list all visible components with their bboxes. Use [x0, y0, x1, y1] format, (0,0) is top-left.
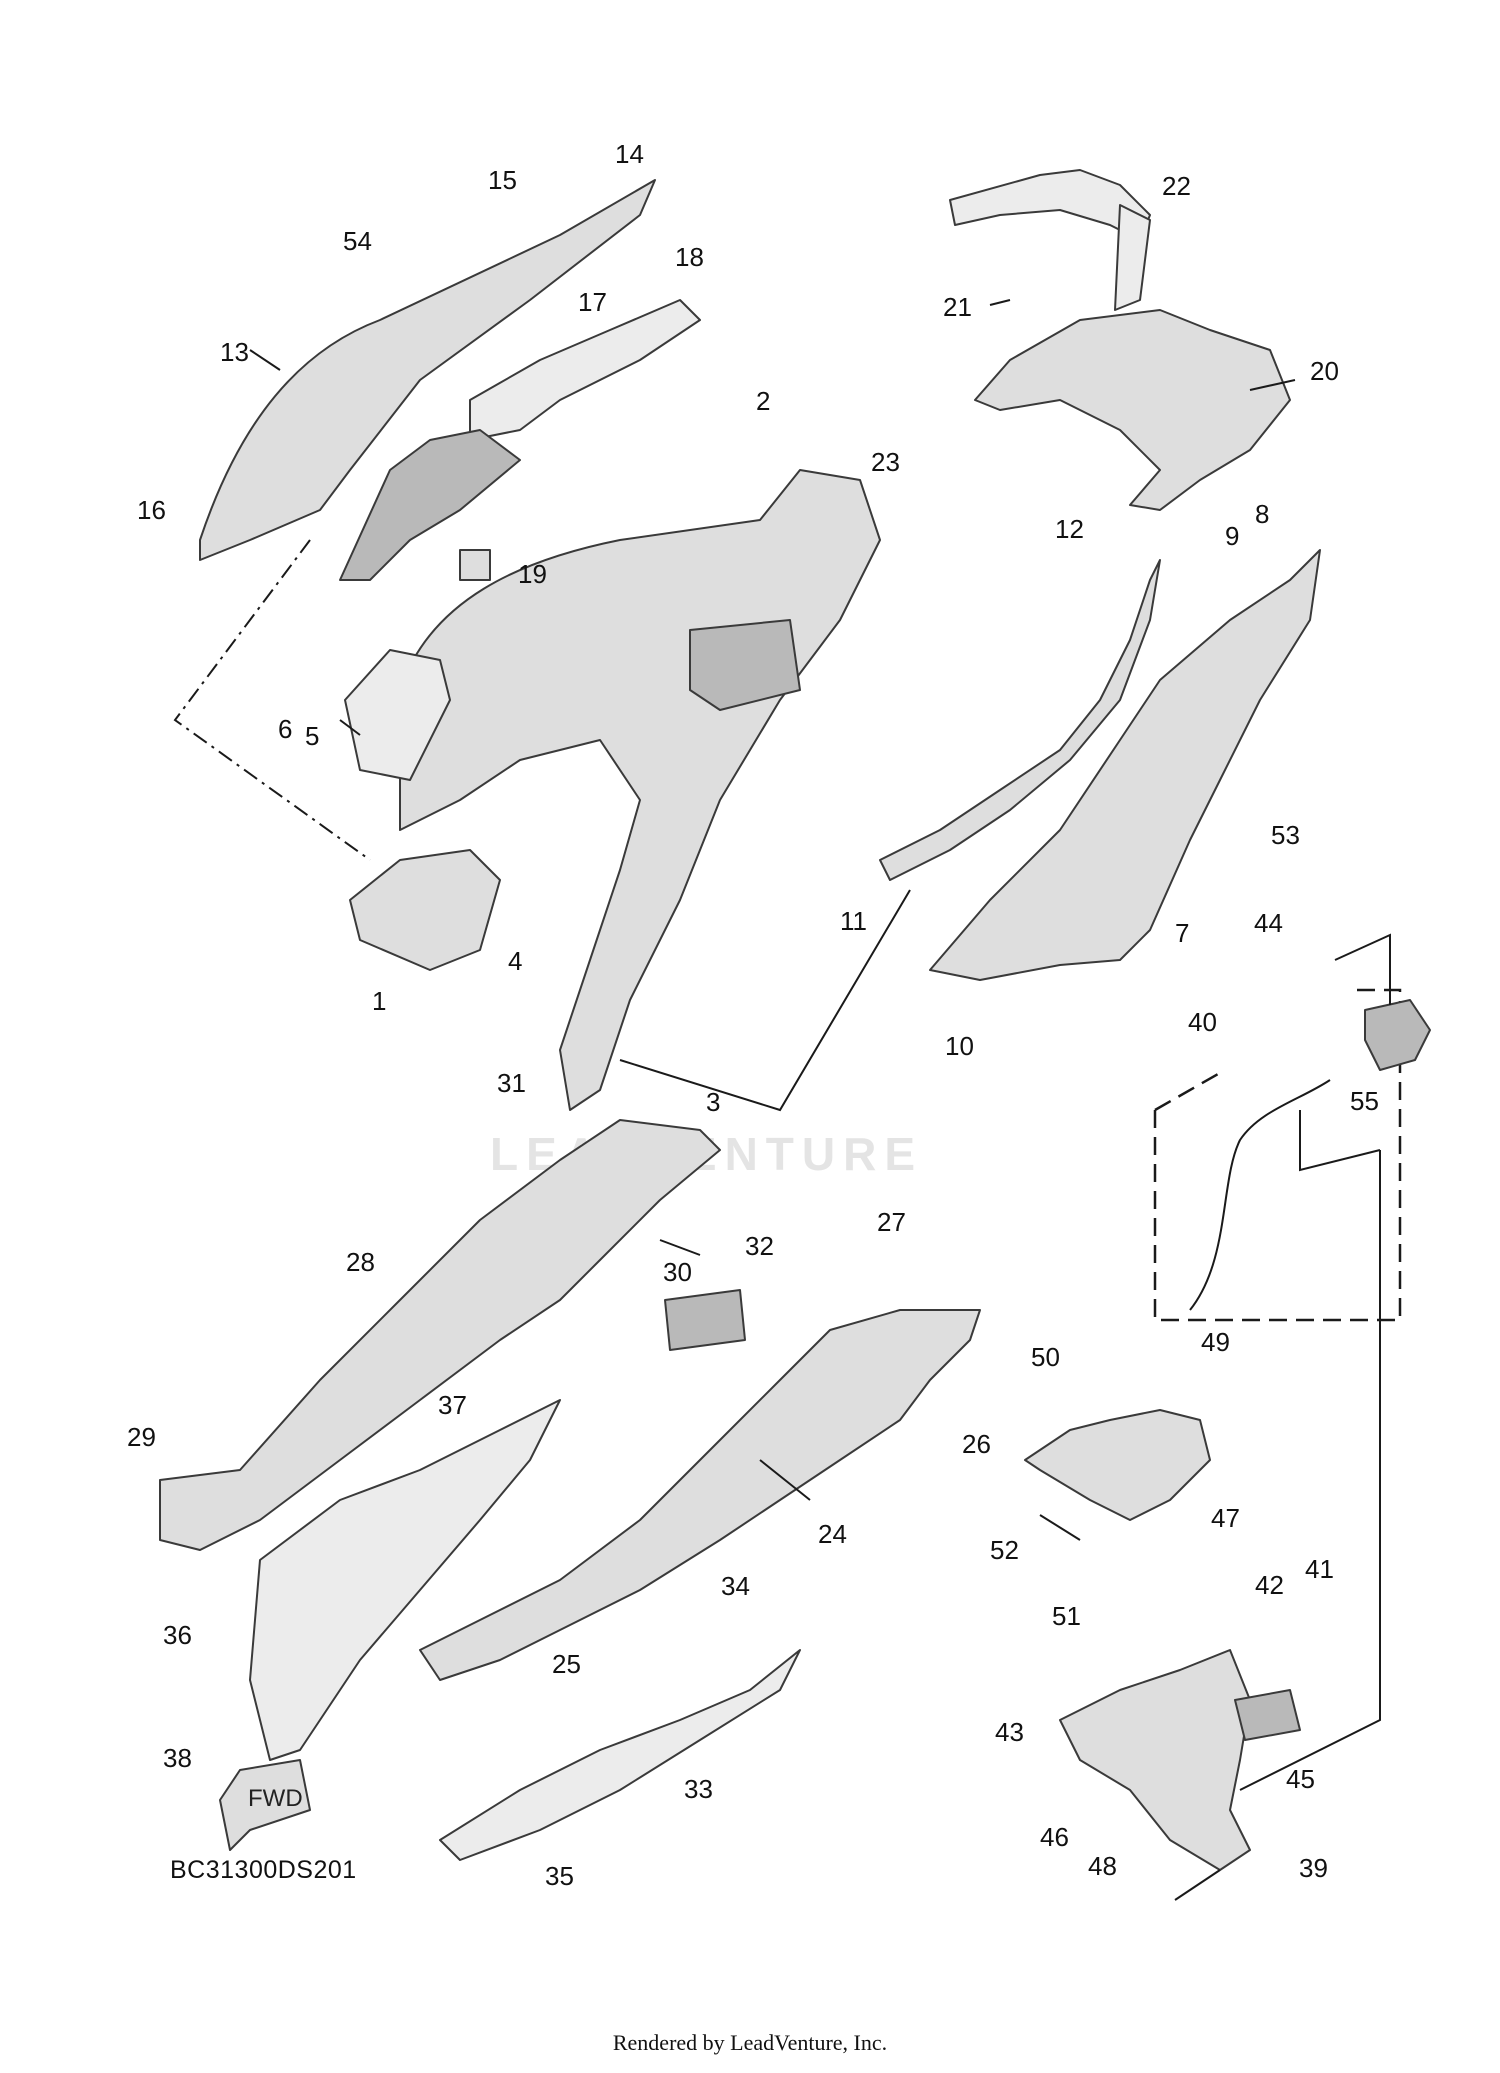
footer-credit: Rendered by LeadVenture, Inc.: [612, 2030, 888, 2055]
callout-46: 46: [1040, 1822, 1069, 1852]
callout-38: 38: [163, 1743, 192, 1773]
callout-21: 21: [943, 292, 972, 322]
part-7-side-cover: [929, 549, 1321, 981]
callout-28: 28: [346, 1247, 375, 1277]
part-19-pad: [459, 549, 491, 581]
callout-40: 40: [1188, 1007, 1217, 1037]
callout-49: 49: [1201, 1327, 1230, 1357]
part-22-stay: [1114, 204, 1151, 311]
callout-52: 52: [990, 1535, 1019, 1565]
callout-44: 44: [1254, 908, 1283, 938]
callout-54: 54: [343, 226, 372, 256]
callout-51: 51: [1052, 1601, 1081, 1631]
part-5-plate: [344, 649, 451, 781]
part-32-pad: [664, 1289, 746, 1351]
callout-10: 10: [945, 1031, 974, 1061]
callout-5: 5: [305, 721, 319, 751]
assembly-line-11-3: [619, 889, 911, 1112]
callout-14: 14: [615, 139, 644, 169]
callout-4: 4: [508, 946, 522, 976]
callout-labels: 1 2 3 4 5 6 7 8 9 10 11 12 13 14 15 16 1…: [127, 139, 1379, 1891]
part-18-bracket-panel: [339, 429, 521, 581]
callout-7: 7: [1175, 918, 1189, 948]
diagram-code: BC31300DS201: [170, 1856, 357, 1884]
callout-12: 12: [1055, 514, 1084, 544]
part-12-inner-bracket: [879, 559, 1161, 881]
part-28-under-cover: [159, 1119, 721, 1551]
callout-22: 22: [1162, 171, 1191, 201]
callout-leaders: [249, 299, 1296, 1901]
callout-1: 1: [372, 986, 386, 1016]
callout-23: 23: [871, 447, 900, 477]
part-40-harness: [1189, 1079, 1331, 1311]
part-40-leader: [1154, 1068, 1226, 1112]
part-13-side-panel: [199, 179, 656, 561]
callout-13: 13: [220, 337, 249, 367]
callout-35: 35: [545, 1861, 574, 1891]
callout-24: 24: [818, 1519, 847, 1549]
assembly-line-13-1: [173, 539, 371, 861]
callout-34: 34: [721, 1571, 750, 1601]
callout-17: 17: [578, 287, 607, 317]
fwd-label: FWD: [248, 1785, 303, 1812]
callout-39: 39: [1299, 1853, 1328, 1883]
callout-16: 16: [137, 495, 166, 525]
part-40-boundary: [1153, 988, 1402, 1322]
callout-15: 15: [488, 165, 517, 195]
part-36-panel: [249, 1399, 561, 1761]
assembly-line-55-39: [1239, 1150, 1381, 1791]
part-17-inner-panel: [469, 299, 701, 441]
callout-27: 27: [877, 1207, 906, 1237]
callout-8: 8: [1255, 499, 1269, 529]
part-1-bracket: [349, 849, 501, 971]
callout-33: 33: [684, 1774, 713, 1804]
callout-47: 47: [1211, 1503, 1240, 1533]
part-39-fender: [1059, 1649, 1251, 1871]
callout-2: 2: [756, 386, 770, 416]
callout-37: 37: [438, 1390, 467, 1420]
callout-31: 31: [497, 1068, 526, 1098]
callout-55: 55: [1350, 1086, 1379, 1116]
callout-30: 30: [663, 1257, 692, 1287]
part-20-cover: [974, 309, 1291, 511]
callout-32: 32: [745, 1231, 774, 1261]
callout-45: 45: [1286, 1764, 1315, 1794]
callout-18: 18: [675, 242, 704, 272]
part-33-trim-strip: [439, 1649, 801, 1861]
callout-26: 26: [962, 1429, 991, 1459]
part-24-side-cover: [419, 1309, 981, 1681]
part-44-lamp: [1364, 999, 1431, 1071]
part-47-bracket: [1024, 1409, 1211, 1521]
assembly-line-harness-40: [1299, 1110, 1381, 1172]
callout-11: 11: [840, 906, 867, 936]
callout-41: 41: [1305, 1554, 1334, 1584]
callout-50: 50: [1031, 1342, 1060, 1372]
part-45-reflector: [1234, 1689, 1301, 1741]
callout-3: 3: [706, 1087, 720, 1117]
callout-48: 48: [1088, 1851, 1117, 1881]
center-block: [689, 619, 801, 711]
callout-53: 53: [1271, 820, 1300, 850]
callout-42: 42: [1255, 1570, 1284, 1600]
callout-9: 9: [1225, 521, 1239, 551]
callout-20: 20: [1310, 356, 1339, 386]
callout-36: 36: [163, 1620, 192, 1650]
fwd-arrow-icon: [219, 1759, 311, 1851]
callout-19: 19: [518, 559, 547, 589]
callout-25: 25: [552, 1649, 581, 1679]
callout-43: 43: [995, 1717, 1024, 1747]
assembly-line-44: [1334, 933, 1391, 1005]
callout-29: 29: [127, 1422, 156, 1452]
callout-6: 6: [278, 714, 292, 744]
